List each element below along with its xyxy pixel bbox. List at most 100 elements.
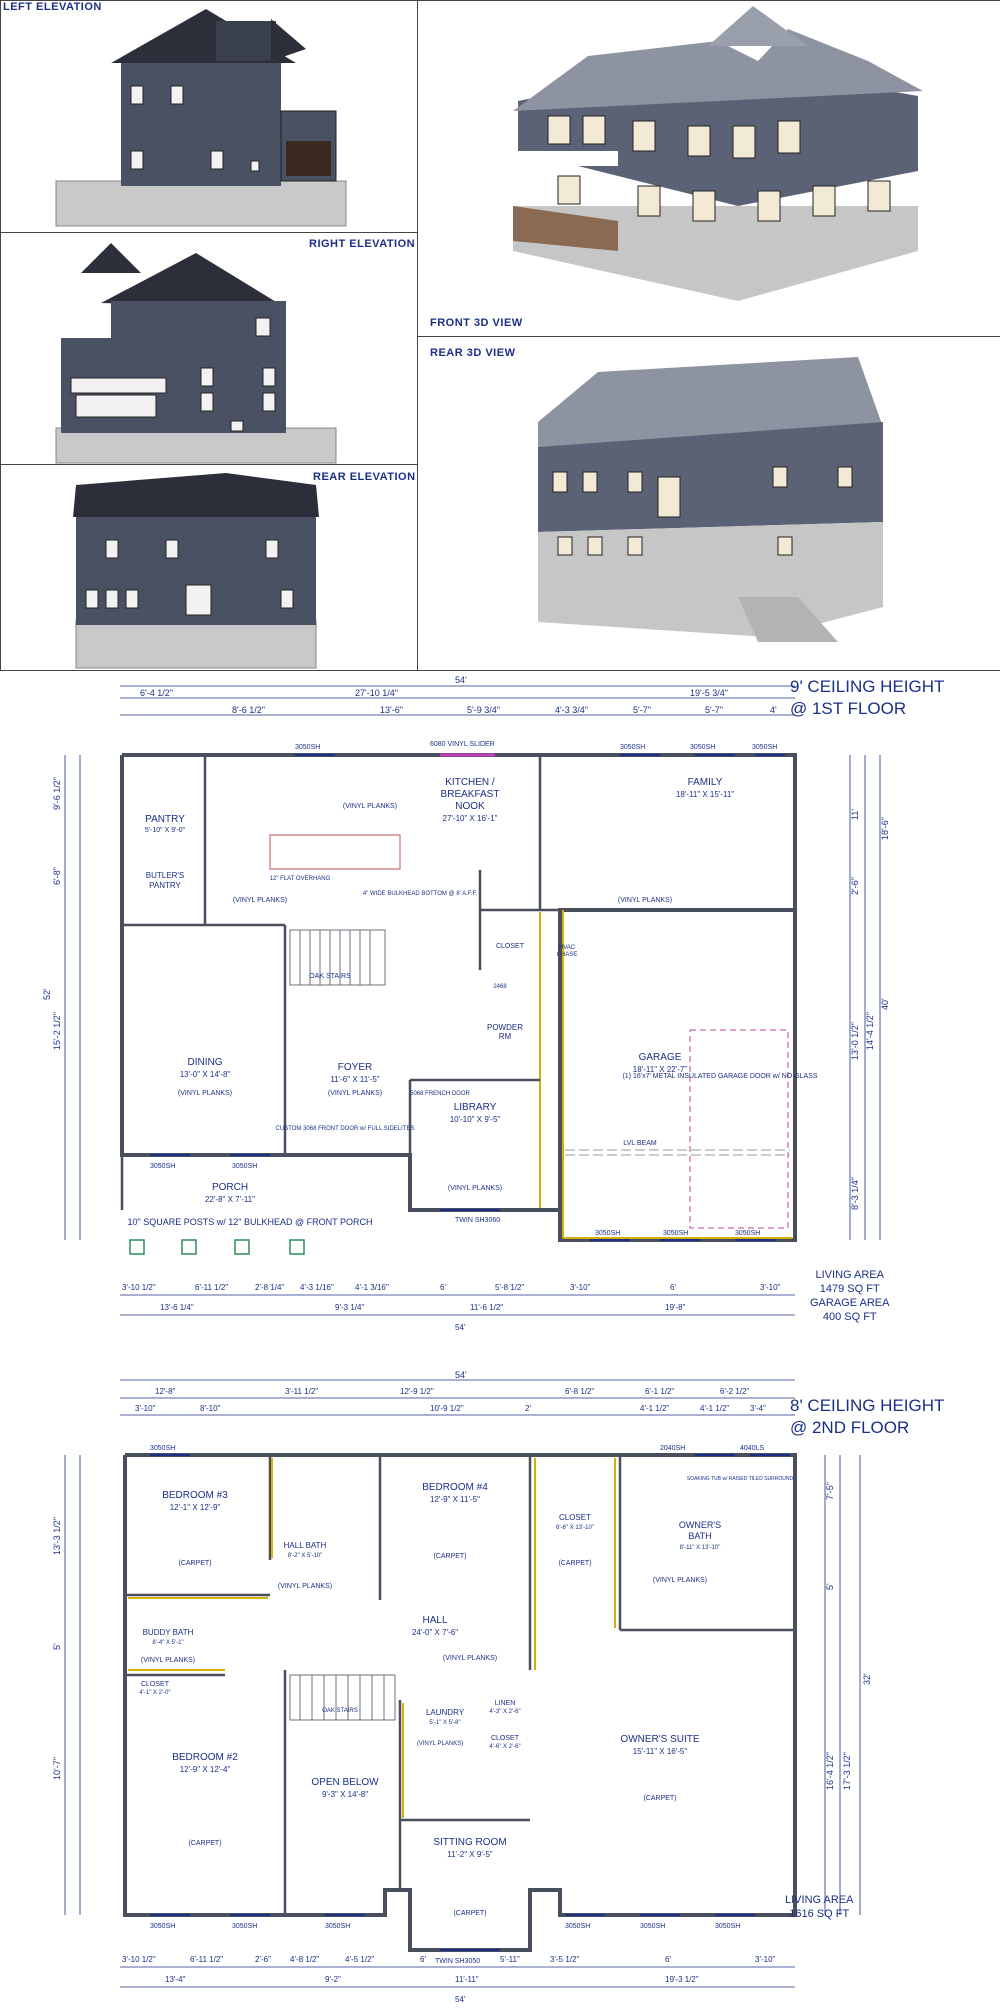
ff-garage-area-value: 400 SQ FT [822,1311,877,1323]
right-elevation-panel: RIGHT ELEVATION [0,232,419,466]
sf-bed3-size: 12'-1" X 12'-9" [170,1503,221,1512]
sf-bed4-size: 12'-9" X 11'-5" [430,1495,480,1504]
ff-dim-bot-3: 2'-8 1/4" [255,1283,284,1292]
ff-window-2: 3050SH [232,1163,257,1170]
sf-window-7: 3050SH [715,1923,740,1930]
ff-kitchen-name3: NOOK [455,801,485,812]
first-floor-title: 9' CEILING HEIGHT @ 1ST FLOOR [790,676,944,720]
sf-dim-bot2-3: 11'-11" [455,1975,479,1984]
ff-porch-size: 22'-8" X 7'-11" [205,1195,255,1204]
sf-dim-left-1: 13'-3 1/2" [52,1517,62,1555]
left-elevation-drawing [55,9,347,227]
ff-dim-left-1: 9'-6 1/2" [52,777,62,810]
front-3d-panel: FRONT 3D VIEW [417,0,1000,338]
ff-dim-top2-3: 5'-9 3/4" [467,705,500,715]
ff-kitchen-name: KITCHEN / [445,777,495,788]
sf-bed4-floor: (CARPET) [433,1553,466,1560]
rear-3d-drawing [538,357,883,642]
sf-window-6: 3050SH [640,1923,665,1930]
sf-dim-top-2: 3'-11 1/2" [285,1387,318,1396]
ff-dim-bot-7: 5'-8 1/2" [495,1283,524,1292]
sf-dim-top-3: 12'-9 1/2" [400,1387,434,1396]
sf-bed3-floor: (CARPET) [178,1560,211,1567]
rear-elevation-title: REAR ELEVATION [313,471,416,483]
ff-dim-top2-2: 13'-6" [380,705,403,715]
sf-hallbath-floor: (VINYL PLANKS) [278,1583,332,1590]
sf-dim-top-4: 6'-8 1/2" [565,1387,594,1396]
ff-dim-right-5: 13'-0 1/2" [850,1022,860,1060]
ff-family-name: FAMILY [688,777,723,788]
sf-hallbath-size: 8'-2" X 5'-10" [288,1553,323,1559]
sf-tub-note: SOAKING TUB w/ RAISED TILED SURROUND [687,1476,794,1482]
sf-dim-top2-6: 4'-1 1/2" [700,1404,729,1413]
second-floor-title-line1: 8' CEILING HEIGHT [790,1396,945,1415]
ff-dim-top-3: 19'-5 3/4" [690,688,728,698]
ff-dim-top-overall: 54' [455,675,467,685]
sf-hall-name: HALL [422,1615,447,1626]
ff-dim-bot-8: 3'-10" [570,1283,591,1292]
sf-buddy-floor: (VINYL PLANKS) [141,1657,195,1664]
ff-floor-dining: (VINYL PLANKS) [178,1090,232,1097]
ff-porch-name: PORCH [212,1182,248,1193]
sf-dim-bot-8: 3'-5 1/2" [550,1955,579,1964]
second-floor-title: 8' CEILING HEIGHT @ 2ND FLOOR [790,1395,944,1439]
ff-window-1: 3050SH [150,1163,175,1170]
sf-window-5: 3050SH [565,1923,590,1930]
sf-closet-b2-size: 4'-1" X 2'-0" [139,1690,170,1696]
sf-buddy-name: BUDDY BATH [143,1628,194,1637]
sf-hall-size: 24'-0" X 7'-6" [412,1628,458,1637]
sf-closet-s-size: 4'-6" X 2'-6" [489,1744,520,1750]
ff-dim-top2-5: 5'-7" [633,705,651,715]
sf-bed4-name: BEDROOM #4 [422,1482,488,1493]
sf-osuite-name: OWNER'S SUITE [620,1734,699,1745]
rear-3d-title: REAR 3D VIEW [430,347,516,359]
ff-window-3: 3050SH [595,1230,620,1237]
sf-dim-top2-7: 3'-4" [750,1404,766,1413]
sf-dim-bot-10: 3'-10" [755,1955,776,1964]
ff-kitchen-name2: BREAKFAST [441,789,500,800]
ff-kitchen-size: 27'-10" X 16'-1" [443,814,498,823]
sf-dim-bot-1: 3'-10 1/2" [122,1955,156,1964]
sf-dim-top-overall: 54' [455,1370,467,1380]
sf-closet-b2-name: CLOSET [141,1681,170,1688]
sf-dim-bot-7: 5'-11" [500,1955,520,1964]
sf-linen-size: 4'-3" X 2'-6" [489,1709,520,1715]
left-elevation-title: LEFT ELEVATION [3,1,102,13]
sf-dim-bot-overall: 54' [455,1995,466,2004]
sf-window-1: 3050SH [150,1445,175,1452]
ff-area-box: LIVING AREA 1479 SQ FT GARAGE AREA 400 S… [810,1268,889,1324]
sf-dim-bot-6: 6' [420,1955,426,1964]
sf-dim-top2-2: 8'-10" [200,1404,221,1413]
ff-dim-right-1: 18'-6" [880,817,890,840]
ff-french-door: 5068 FRENCH DOOR [410,1091,470,1097]
sf-dim-right-3: 16'-4 1/2" [825,1752,835,1790]
sf-dim-top2-5: 4'-1 1/2" [640,1404,669,1413]
first-floor-plan: 54' 6'-4 1/2" 27'-10 1/4" 19'-5 3/4" 8'-… [42,675,890,1332]
ff-window-7: 3050SH [690,744,715,751]
sf-dim-bot-4: 4'-8 1/2" [290,1955,319,1964]
sf-window-2: 3050SH [150,1923,175,1930]
ff-garage-entry: 2468 [493,984,507,990]
second-floor-plan: 54' 12'-8" 3'-11 1/2" 12'-9 1/2" 6'-8 1/… [52,1370,872,2004]
ff-slider: 6080 VINYL SLIDER [430,741,495,748]
sf-window-8: 2040SH [660,1445,685,1452]
ff-dim-bot-10: 3'-10" [760,1283,781,1292]
garage-door-outline [689,1029,789,1229]
sf-open-below-name: OPEN BELOW [311,1777,379,1788]
ff-dim-top2-4: 4'-3 3/4" [555,705,588,715]
ff-lvl-beam: LVL BEAM [623,1140,657,1147]
sf-dim-top-5: 6'-1 1/2" [645,1387,674,1396]
ff-floor-kitchen: (VINYL PLANKS) [343,803,397,810]
ff-porch-note: 10" SQUARE POSTS w/ 12" BULKHEAD @ FRONT… [128,1217,373,1227]
ff-garage-name: GARAGE [639,1052,682,1063]
ff-powder-name2: RM [499,1032,512,1041]
ff-dim-top2-7: 4' [770,705,777,715]
ff-hvac-name: HVAC [559,945,576,951]
ff-butler-name: BUTLER'S [146,871,184,880]
kitchen-island [269,834,401,870]
sf-dim-left-2: 5' [52,1643,62,1650]
left-elevation-panel: LEFT ELEVATION [0,0,419,234]
ff-living-area-label: LIVING AREA [815,1269,884,1281]
ff-front-door: CUSTOM 3068 FRONT DOOR w/ FULL SIDELITES [276,1126,415,1132]
sf-dim-top2-4: 2' [525,1404,531,1413]
